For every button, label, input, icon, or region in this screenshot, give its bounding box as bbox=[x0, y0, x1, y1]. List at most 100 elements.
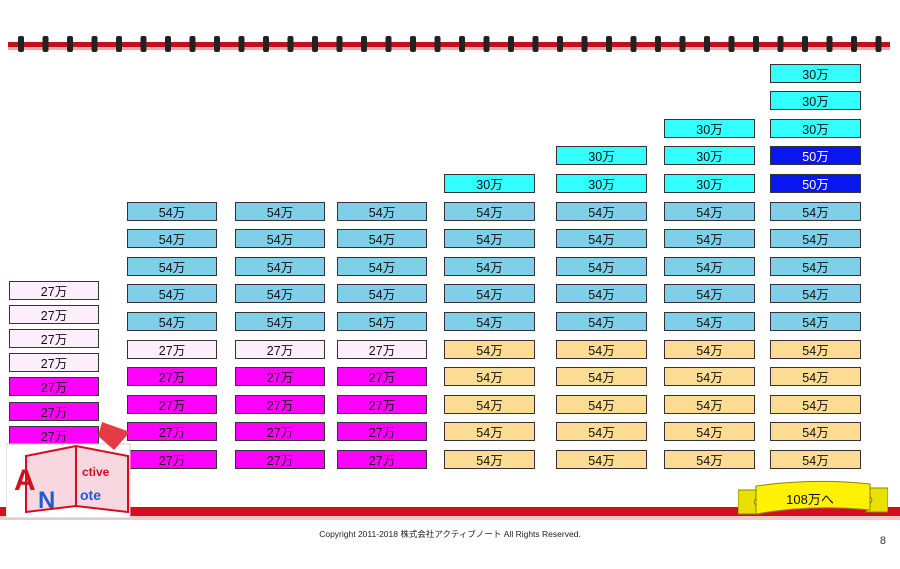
stack-8-block: 30万 bbox=[770, 63, 861, 83]
binding-ring bbox=[140, 36, 147, 52]
binding-ring bbox=[385, 36, 392, 52]
stack-7-block: 30万 bbox=[664, 118, 755, 138]
stack-8-block: 54万 bbox=[770, 367, 861, 387]
stack-6-block: 54万 bbox=[556, 367, 647, 387]
binding-ring bbox=[42, 36, 49, 52]
stack-8-block: 54万 bbox=[770, 339, 861, 359]
stack-7-block: 54万 bbox=[664, 339, 755, 359]
binding-ring bbox=[434, 36, 441, 52]
stack-2-block: 54万 bbox=[127, 284, 217, 304]
notebook-binding bbox=[8, 36, 890, 52]
binding-ring bbox=[361, 36, 367, 52]
stack-4-block: 54万 bbox=[337, 312, 427, 331]
binding-ring bbox=[165, 36, 171, 52]
binding-ring bbox=[508, 36, 514, 52]
stack-2-block: 54万 bbox=[127, 201, 217, 221]
binding-ring bbox=[287, 36, 294, 52]
stack-3-block: 27万 bbox=[235, 450, 325, 469]
stack-7-block: 54万 bbox=[664, 256, 755, 276]
stack-8-block: 50万 bbox=[770, 146, 861, 166]
stack-8-block: 54万 bbox=[770, 256, 861, 276]
binding-ring bbox=[581, 36, 588, 52]
binding-ring bbox=[826, 36, 833, 52]
binding-ring bbox=[557, 36, 563, 52]
binding-ring bbox=[630, 36, 637, 52]
binding-ring bbox=[777, 36, 784, 52]
stack-5-block: 54万 bbox=[444, 284, 535, 304]
stack-5-block: 54万 bbox=[444, 394, 535, 414]
binding-ring bbox=[851, 36, 857, 52]
stack-1-block: 27万 bbox=[9, 304, 99, 324]
stack-6-block: 54万 bbox=[556, 229, 647, 249]
stack-6-block: 30万 bbox=[556, 174, 647, 193]
stack-6-block: 54万 bbox=[556, 201, 647, 221]
stack-2-block: 54万 bbox=[127, 312, 217, 331]
stack-2-block: 54万 bbox=[127, 256, 217, 276]
stack-3-block: 54万 bbox=[235, 201, 325, 221]
copyright: Copyright 2011-2018 株式会社アクティブノート All Rig… bbox=[319, 529, 581, 539]
stack-2-block: 27万 bbox=[127, 367, 217, 387]
logo-letter-a: A bbox=[14, 464, 36, 497]
stack-3-block: 54万 bbox=[235, 229, 325, 249]
stack-7-block: 54万 bbox=[664, 394, 755, 414]
stack-2-block: 27万 bbox=[127, 394, 217, 414]
stack-8-block: 54万 bbox=[770, 312, 861, 331]
stack-8-block: 54万 bbox=[770, 229, 861, 249]
stack-3-block: 54万 bbox=[235, 284, 325, 304]
stack-4-block: 54万 bbox=[337, 256, 427, 276]
stack-8-block: 54万 bbox=[770, 284, 861, 304]
binding-ring bbox=[802, 36, 808, 52]
stack-7-block: 54万 bbox=[664, 284, 755, 304]
stack-2-block: 27万 bbox=[127, 422, 217, 442]
stack-5-block: 54万 bbox=[444, 422, 535, 442]
binding-ring bbox=[875, 36, 882, 52]
stack-6-block: 54万 bbox=[556, 312, 647, 331]
stack-4-block: 54万 bbox=[337, 201, 427, 221]
stack-3-block: 54万 bbox=[235, 312, 325, 331]
stack-5-block: 54万 bbox=[444, 450, 535, 469]
stack-7-block: 30万 bbox=[664, 146, 755, 166]
stack-8-block: 54万 bbox=[770, 422, 861, 442]
stack-6-block: 30万 bbox=[556, 146, 647, 166]
binding-ring bbox=[336, 36, 343, 52]
binding-ring bbox=[606, 36, 612, 52]
stack-4-block: 54万 bbox=[337, 284, 427, 304]
ribbon-banner bbox=[738, 480, 888, 515]
stack-4-block: 27万 bbox=[337, 422, 427, 442]
binding-ring bbox=[18, 36, 24, 52]
stack-3-block: 27万 bbox=[235, 422, 325, 442]
stack-6-block: 54万 bbox=[556, 394, 647, 414]
binding-ring bbox=[263, 36, 269, 52]
binding-ring bbox=[91, 36, 98, 52]
stack-6-block: 54万 bbox=[556, 450, 647, 469]
stack-3-block: 54万 bbox=[235, 256, 325, 276]
stack-5-block: 54万 bbox=[444, 339, 535, 359]
bottom-bar bbox=[0, 507, 900, 520]
binding-ring bbox=[116, 36, 122, 52]
logo-letter-n: N bbox=[38, 487, 55, 514]
stack-1-block: 27万 bbox=[9, 280, 99, 300]
stack-4-block: 27万 bbox=[337, 367, 427, 387]
ribbon-label: 108万へ bbox=[786, 491, 834, 507]
stack-8-block: 30万 bbox=[770, 118, 861, 138]
stack-8-block: 54万 bbox=[770, 450, 861, 469]
stack-7-block: 54万 bbox=[664, 201, 755, 221]
stack-6-block: 54万 bbox=[556, 284, 647, 304]
stack-3-block: 27万 bbox=[235, 367, 325, 387]
binding-ring bbox=[704, 36, 710, 52]
stack-4-block: 27万 bbox=[337, 394, 427, 414]
stack-4-block: 27万 bbox=[337, 450, 427, 469]
binding-ring bbox=[728, 36, 735, 52]
binding-ring bbox=[483, 36, 490, 52]
stack-8-block: 54万 bbox=[770, 394, 861, 414]
binding-ring bbox=[238, 36, 245, 52]
stack-8-block: 54万 bbox=[770, 201, 861, 221]
binding-ring bbox=[753, 36, 759, 52]
stack-5-block: 54万 bbox=[444, 312, 535, 331]
binding-ring bbox=[189, 36, 196, 52]
stack-5-block: 54万 bbox=[444, 229, 535, 249]
stack-5-block: 54万 bbox=[444, 367, 535, 387]
stack-5-block: 54万 bbox=[444, 256, 535, 276]
stack-2-block: 54万 bbox=[127, 229, 217, 249]
